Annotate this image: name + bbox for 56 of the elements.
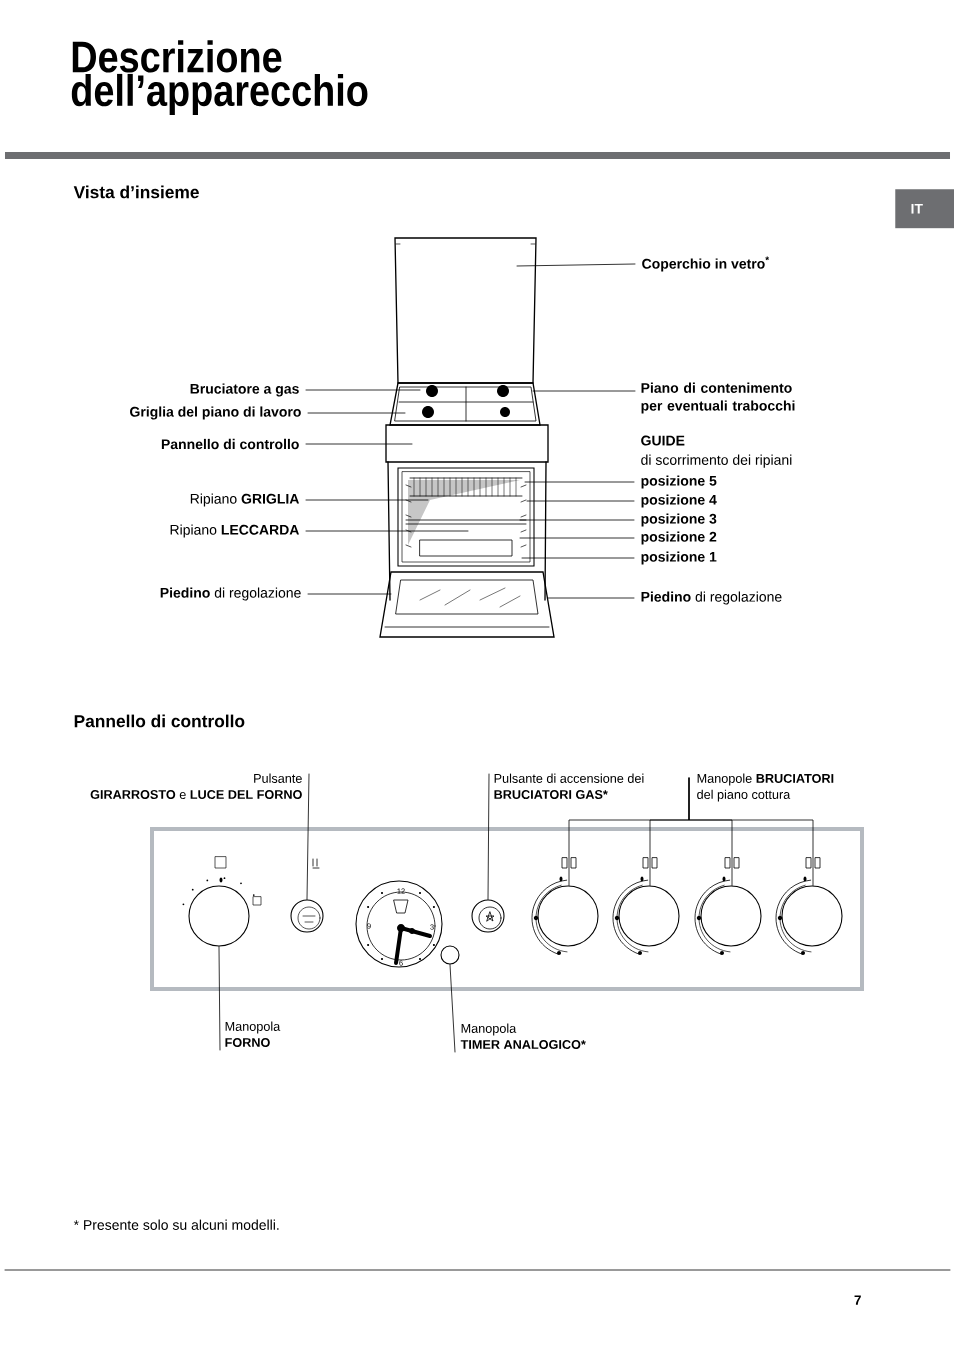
callout-label: Piedino di regolazione (160, 587, 301, 601)
push-button (290, 899, 324, 933)
leader-line (218, 946, 221, 1051)
callout-label: posizione 4 (641, 494, 717, 508)
leader-line (305, 443, 413, 445)
leader-line (305, 499, 429, 501)
leader-line (449, 964, 456, 1053)
page-title: Descrizione dell’apparecchio (71, 40, 368, 115)
callout-label: GUIDE (641, 435, 685, 446)
callout-label: Piano di contenimento per eventuali trabocchi (641, 382, 795, 414)
leader-line (688, 777, 814, 886)
section-heading: Pannello di controllo (74, 714, 245, 728)
footnote: * Presente solo su alcuni modelli. (73, 1219, 279, 1230)
leader-line (524, 481, 635, 483)
callout-label: posizione 1 (641, 551, 717, 565)
leader-line (516, 263, 636, 267)
callout-label: di scorrimento dei ripiani (641, 454, 792, 468)
callout-label: Manopola TIMER ANALOGICO* (460, 1023, 586, 1049)
control-panel (150, 827, 864, 991)
knob (700, 885, 762, 947)
knob (537, 885, 599, 947)
leader-line (305, 530, 469, 532)
callout-label: Manopola FORNO (225, 1021, 281, 1047)
leader-line (307, 593, 392, 595)
page-number: 7 (854, 1295, 861, 1305)
leader-line (526, 500, 635, 502)
callout-label: posizione 5 (641, 475, 717, 489)
callout-label: Pannello di controllo (161, 438, 299, 450)
leader-line (532, 390, 636, 392)
section-heading: Vista d’insieme (73, 185, 199, 199)
knob (440, 945, 460, 965)
leader-line (487, 773, 490, 900)
callout-label: Piedino di regolazione (641, 591, 782, 605)
leader-line (519, 537, 635, 539)
push-button (471, 899, 505, 933)
leader-line (547, 597, 635, 599)
knob (618, 885, 680, 947)
leader-line (307, 412, 406, 414)
knob (781, 885, 843, 947)
knob (188, 885, 250, 947)
callout-label: posizione 2 (641, 531, 717, 545)
callout-label: Manopole BRUCIATORI del piano cottura (697, 773, 834, 802)
callout-label: Pulsante di accensione dei BRUCIATORI GAS* (494, 773, 644, 799)
leader-line (519, 519, 635, 521)
callout-label: Griglia del piano di lavoro (130, 406, 301, 420)
leader-line (521, 557, 635, 559)
leader-line (306, 773, 310, 900)
language-tab: IT (895, 189, 954, 229)
callout-label: Bruciatore a gas (190, 383, 299, 397)
leader-line (305, 389, 421, 391)
callout-label: Coperchio in vetro$^{*}$ (642, 256, 770, 272)
callout-label: Ripiano LECCARDA (170, 524, 299, 538)
callout-label: Pulsante GIRARROSTO e LUCE DEL FORNO (90, 773, 302, 799)
timer-dial (355, 880, 443, 968)
callout-label: posizione 3 (641, 513, 717, 527)
callout-label: Ripiano GRIGLIA (190, 493, 299, 507)
